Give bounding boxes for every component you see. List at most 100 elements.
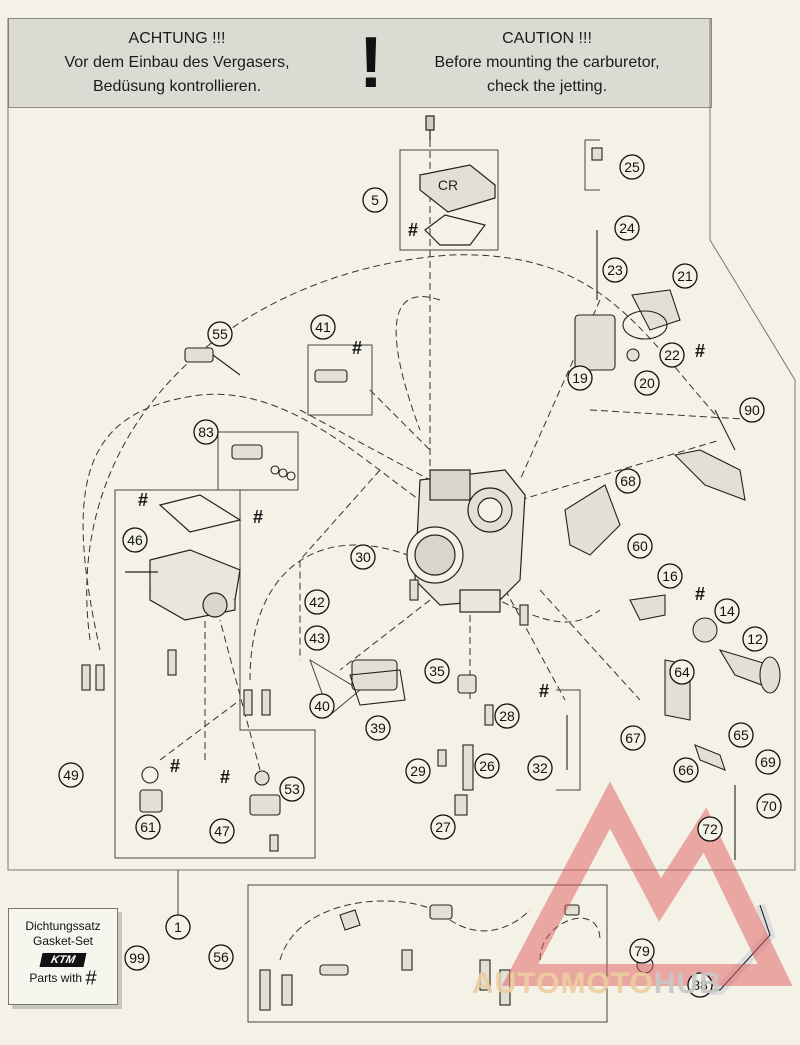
callout-label-30: 30 <box>355 549 371 565</box>
callout-label-56: 56 <box>213 949 229 965</box>
callout-29: 29 <box>405 758 431 784</box>
callout-68: 68 <box>615 468 641 494</box>
warning-german: ACHTUNG !!! Vor dem Einbau des Vergasers… <box>27 27 327 99</box>
callout-35: 35 <box>424 658 450 684</box>
callout-42: 42 <box>304 589 330 615</box>
callout-label-69: 69 <box>760 754 776 770</box>
callout-label-25: 25 <box>624 159 640 175</box>
callout-label-26: 26 <box>479 758 495 774</box>
callout-label-19: 19 <box>572 370 588 386</box>
group-brackets <box>114 139 608 1023</box>
callout-12: 12 <box>742 626 768 652</box>
callout-53: 53 <box>279 776 305 802</box>
callout-label-53: 53 <box>284 781 300 797</box>
hardware-parts <box>81 147 781 1011</box>
hash-mark-3: # <box>253 507 263 527</box>
callout-27: 27 <box>430 814 456 840</box>
callout-label-22: 22 <box>664 347 680 363</box>
watermark-text: AUTOMOTOHUB <box>472 966 790 1002</box>
callout-label-43: 43 <box>309 630 325 646</box>
hash-mark-4: # <box>138 490 148 510</box>
callout-67: 67 <box>620 725 646 751</box>
callout-24: 24 <box>614 215 640 241</box>
callout-label-35: 35 <box>429 663 445 679</box>
warning-german-line1: Vor dem Einbau des Vergasers, <box>64 54 290 71</box>
warning-english: CAUTION !!! Before mounting the carburet… <box>397 27 697 99</box>
callout-label-67: 67 <box>625 730 641 746</box>
callout-label-64: 64 <box>674 664 690 680</box>
warning-english-line1: Before mounting the carburetor, <box>434 54 660 71</box>
callout-14: 14 <box>714 598 740 624</box>
warning-banner: ACHTUNG !!! Vor dem Einbau des Vergasers… <box>8 18 712 108</box>
callout-label-90: 90 <box>744 402 760 418</box>
callout-47: 47 <box>209 818 235 844</box>
callout-label-79: 79 <box>634 943 650 959</box>
callout-26: 26 <box>474 753 500 779</box>
hash-mark-1: # <box>408 220 418 240</box>
callout-64: 64 <box>669 659 695 685</box>
callout-label-68: 68 <box>620 473 636 489</box>
callout-label-99: 99 <box>129 950 145 966</box>
callout-label-61: 61 <box>140 819 156 835</box>
callout-21: 21 <box>672 263 698 289</box>
callout-label-24: 24 <box>619 220 635 236</box>
top-cap: CR <box>418 115 497 246</box>
callout-1: 1 <box>165 914 191 940</box>
hash-mark-5: # <box>695 341 705 361</box>
callout-label-5: 5 <box>371 192 379 208</box>
callout-label-40: 40 <box>314 698 330 714</box>
callout-label-14: 14 <box>719 603 735 619</box>
callout-88: 88 <box>687 972 713 998</box>
callout-label-72: 72 <box>702 821 718 837</box>
hash-layer: ######### <box>138 220 705 787</box>
callout-65: 65 <box>728 722 754 748</box>
callout-72: 72 <box>697 816 723 842</box>
callout-23: 23 <box>602 257 628 283</box>
callout-label-83: 83 <box>198 424 214 440</box>
callout-46: 46 <box>122 527 148 553</box>
callout-16: 16 <box>657 563 683 589</box>
callout-label-27: 27 <box>435 819 451 835</box>
callout-label-32: 32 <box>532 760 548 776</box>
callout-39: 39 <box>365 715 391 741</box>
callout-label-12: 12 <box>747 631 763 647</box>
ktm-logo: KTM <box>39 953 87 967</box>
hash-mark-2: # <box>352 338 362 358</box>
watermark-part2: HUB <box>653 967 722 1000</box>
hash-mark-7: # <box>539 681 549 701</box>
callout-69: 69 <box>755 749 781 775</box>
watermark-part1: AUTOMOTO <box>472 967 654 1000</box>
callout-61: 61 <box>135 814 161 840</box>
callout-28: 28 <box>494 703 520 729</box>
callout-label-29: 29 <box>410 763 426 779</box>
warning-german-title: ACHTUNG !!! <box>128 30 226 47</box>
callout-label-49: 49 <box>63 767 79 783</box>
callout-label-16: 16 <box>662 568 678 584</box>
callout-79: 79 <box>629 938 655 964</box>
callout-label-55: 55 <box>212 326 228 342</box>
float-bowl <box>125 494 242 621</box>
callout-label-21: 21 <box>677 268 693 284</box>
callout-83: 83 <box>193 419 219 445</box>
warning-german-line2: Bedüsung kontrollieren. <box>92 78 262 95</box>
callout-43: 43 <box>304 625 330 651</box>
callout-22: 22 <box>659 342 685 368</box>
callout-label-20: 20 <box>639 375 655 391</box>
callout-20: 20 <box>634 370 660 396</box>
parts-with-note: Parts with # <box>9 968 117 988</box>
callout-49: 49 <box>58 762 84 788</box>
callout-41: 41 <box>310 314 336 340</box>
callout-5: 5 <box>362 187 388 213</box>
callout-label-39: 39 <box>370 720 386 736</box>
carburetor-body <box>406 469 526 613</box>
gasket-set-line2: Gasket-Set <box>32 934 94 948</box>
callout-label-88: 88 <box>692 977 708 993</box>
callout-25: 25 <box>619 154 645 180</box>
callout-66: 66 <box>673 757 699 783</box>
sheet-border <box>7 18 796 915</box>
callout-label-42: 42 <box>309 594 325 610</box>
callout-32: 32 <box>527 755 553 781</box>
callout-19: 19 <box>567 365 593 391</box>
